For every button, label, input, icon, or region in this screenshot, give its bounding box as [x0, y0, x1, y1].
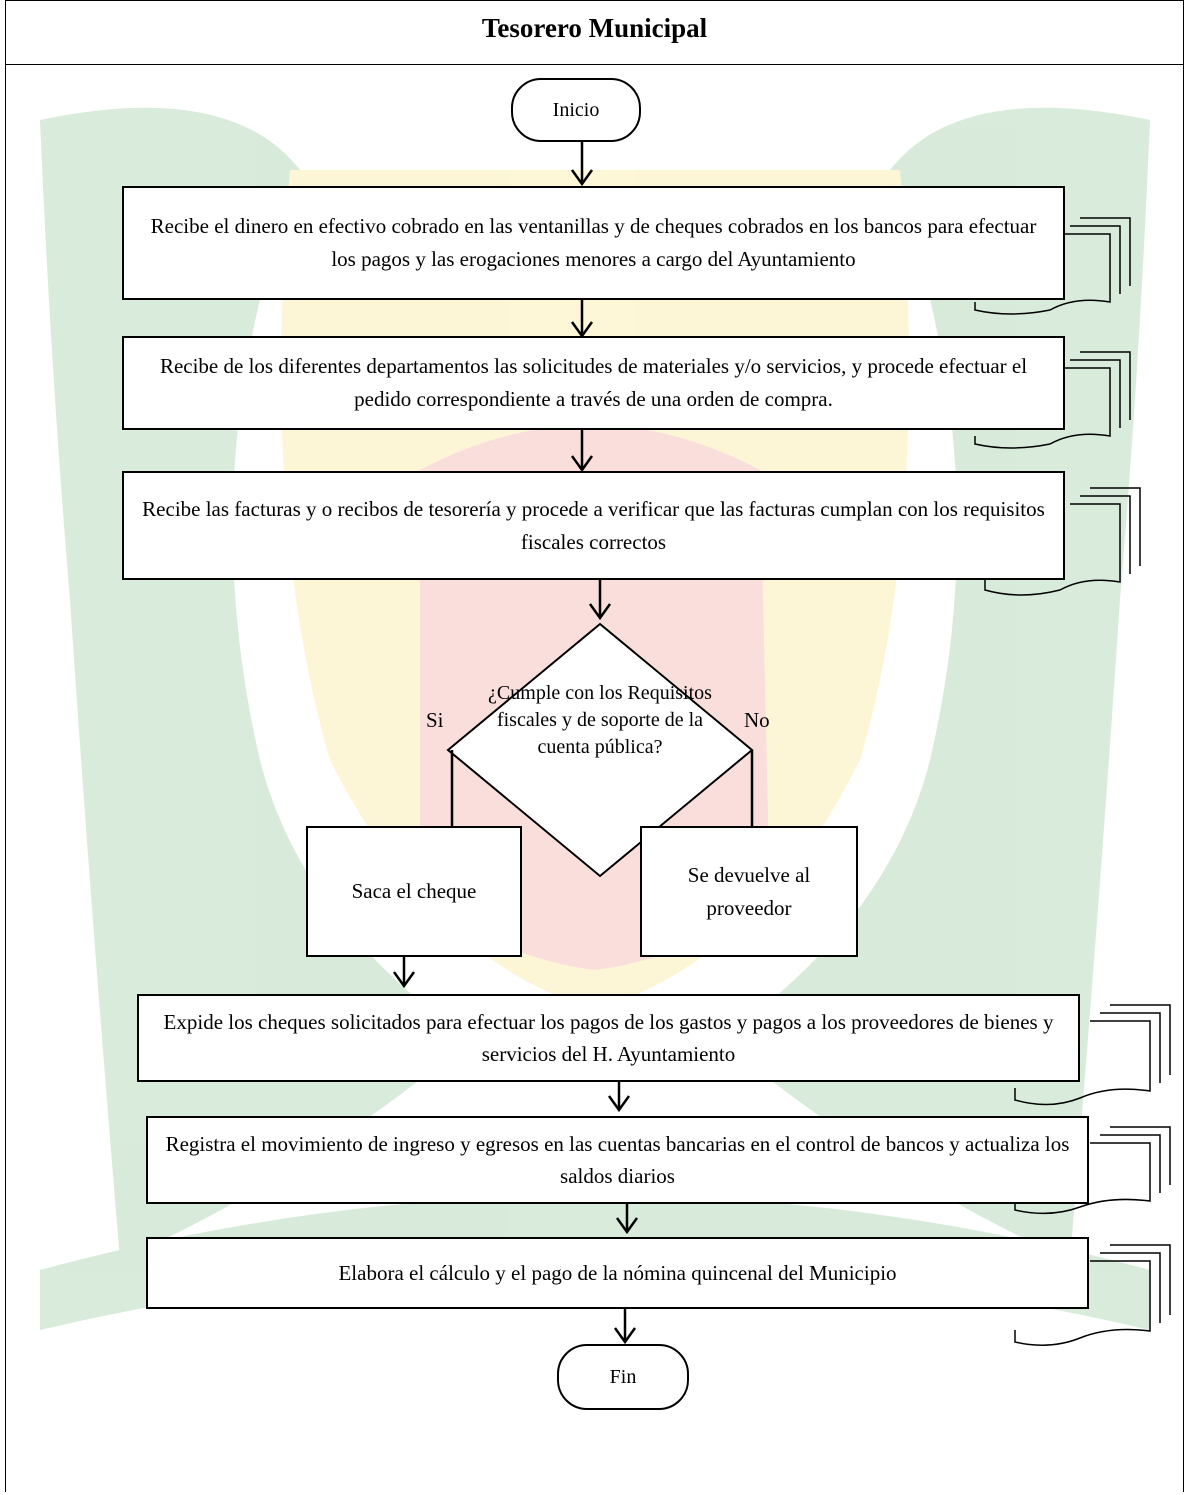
- process-step-3: Recibe las facturas y o recibos de tesor…: [122, 471, 1065, 580]
- start-terminal: Inicio: [511, 78, 641, 142]
- document-icon-step6: [1014, 1244, 1171, 1346]
- process-step-6: Elabora el cálculo y el pago de la nómin…: [146, 1237, 1089, 1309]
- end-terminal: Fin: [557, 1344, 689, 1410]
- decision-label: ¿Cumple con los Requisitos fiscales y de…: [488, 682, 712, 758]
- yes-action-box: Saca el cheque: [306, 826, 522, 957]
- header-divider: [5, 64, 1184, 65]
- process-step-1: Recibe el dinero en efectivo cobrado en …: [122, 186, 1065, 300]
- no-action-box: Se devuelve al proveedor: [640, 826, 858, 957]
- process-step-5: Registra el movimiento de ingreso y egre…: [146, 1116, 1089, 1204]
- no-branch-label: No: [744, 708, 770, 732]
- document-icon-step4: [1014, 1004, 1171, 1106]
- diagram-title: Tesorero Municipal: [481, 13, 708, 43]
- process-step-4: Expide los cheques solicitados para efec…: [137, 994, 1080, 1082]
- document-icon-step3: [984, 487, 1141, 596]
- process-step-2: Recibe de los diferentes departamentos l…: [122, 336, 1065, 430]
- document-icon-step1: [974, 217, 1131, 315]
- yes-branch-label: Si: [426, 708, 444, 732]
- document-icon-step5: [1014, 1126, 1171, 1215]
- decision-diamond: [446, 622, 754, 878]
- document-icon-step2: [974, 351, 1131, 449]
- diagram-frame: [5, 0, 1184, 1492]
